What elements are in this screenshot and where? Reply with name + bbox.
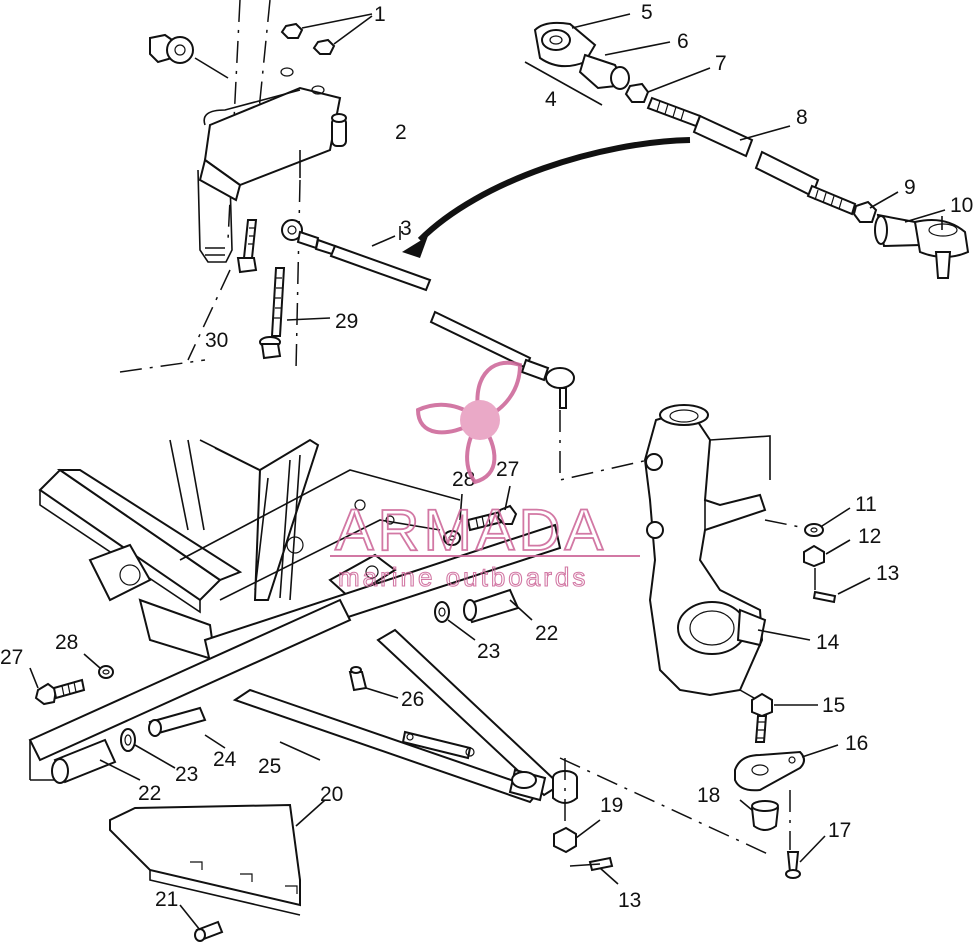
callout-15: 15 [822, 694, 845, 717]
callout-27-left: 27 [0, 646, 23, 669]
callout-16: 16 [845, 732, 868, 755]
propeller-logo [415, 360, 523, 485]
callout-21: 21 [155, 888, 178, 911]
callout-28-left: 28 [55, 631, 78, 654]
nut-pair [280, 13, 373, 55]
callout-labels: 1 2 3 4 5 6 7 8 9 10 11 12 13 14 15 16 1… [0, 1, 973, 912]
callout-17: 17 [828, 819, 851, 842]
ball-joint-assembly [559, 692, 839, 879]
frame [38, 438, 461, 662]
callout-7: 7 [715, 52, 727, 75]
lower-ball-joint-end [552, 758, 619, 885]
bolt-30 [236, 219, 258, 274]
watermark-tagline: marine outboards [338, 562, 588, 592]
callout-11: 11 [855, 493, 877, 516]
callout-12: 12 [858, 525, 881, 548]
callout-26: 26 [401, 688, 424, 711]
callout-22-left: 22 [138, 782, 161, 805]
callout-10: 10 [950, 194, 973, 217]
castle-nut-set [803, 507, 871, 604]
callout-22-right: 22 [535, 622, 558, 645]
watermark: ARMADA marine outboards [330, 360, 640, 593]
callout-3: 3 [400, 217, 412, 240]
callout-9: 9 [904, 176, 916, 199]
callout-23-right: 23 [477, 640, 500, 663]
bolt-29 [259, 267, 331, 360]
bolt-27-right [443, 485, 518, 546]
callout-18: 18 [697, 784, 720, 807]
grease-fitting [348, 666, 399, 699]
callout-25: 25 [258, 755, 281, 778]
callout-4: 4 [545, 88, 557, 111]
callout-1: 1 [374, 3, 386, 26]
callout-29: 29 [335, 310, 358, 333]
callout-27-right: 27 [496, 458, 519, 481]
callout-2: 2 [395, 121, 407, 144]
bushing-left [51, 728, 321, 784]
tie-rod-exploded [524, 21, 970, 279]
callout-6: 6 [677, 30, 689, 53]
callout-19: 19 [600, 794, 623, 817]
callout-24: 24 [213, 748, 237, 771]
callout-20: 20 [320, 783, 343, 806]
skid-plate [109, 799, 326, 942]
a-arm [28, 523, 562, 804]
callout-14: 14 [816, 631, 840, 654]
callout-13-lower: 13 [618, 889, 641, 912]
callout-13-upper: 13 [876, 562, 899, 585]
frame-bracket [198, 67, 347, 202]
rod-end-upper-left [149, 33, 229, 79]
curved-arrow [402, 137, 691, 258]
callout-30: 30 [205, 329, 228, 352]
bolt-27-left [29, 653, 114, 706]
callout-23-left: 23 [175, 763, 198, 786]
leader-lines-upper [371, 13, 946, 247]
bushing-right [434, 588, 533, 641]
watermark-brand: ARMADA [335, 498, 607, 563]
callout-8: 8 [796, 106, 808, 129]
tie-rod-assembly [281, 219, 575, 409]
spindle [559, 404, 811, 707]
callout-5: 5 [641, 1, 653, 24]
